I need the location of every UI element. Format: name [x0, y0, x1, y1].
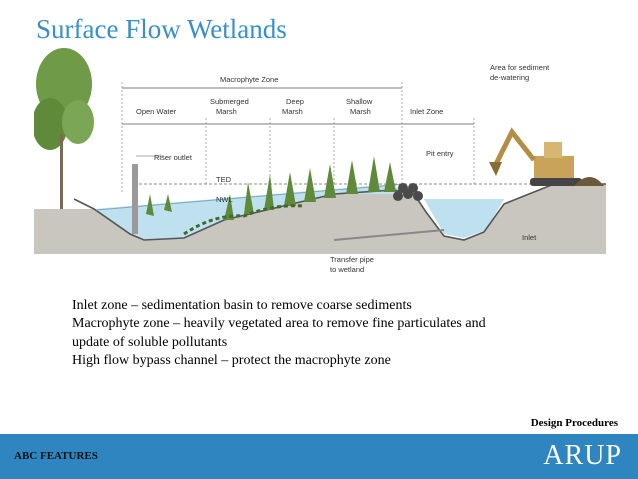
label-deep-2: Marsh	[282, 107, 303, 116]
label-pit-entry: Pit entry	[426, 149, 454, 158]
vegetation	[146, 156, 396, 220]
wetland-cross-section-diagram: Macrophyte Zone Open Water Submerged Mar…	[34, 44, 606, 292]
label-inlet: Inlet	[522, 233, 537, 242]
ground-fill	[34, 184, 606, 254]
footer-bar: ABC FEATURES ARUP	[0, 434, 638, 479]
wetland-diagram-svg: Macrophyte Zone Open Water Submerged Mar…	[34, 48, 606, 274]
transfer-pipe	[333, 229, 445, 241]
label-ted: TED	[216, 175, 232, 184]
bullet-list: Inlet zone – sedimentation basin to remo…	[72, 297, 592, 370]
label-macrophyte-zone: Macrophyte Zone	[220, 75, 278, 84]
label-transfer-pipe-2: to wetland	[330, 265, 364, 274]
riser-outlet	[132, 164, 138, 234]
slide-title: Surface Flow Wetlands	[36, 14, 287, 44]
inlet-pond-water	[424, 199, 504, 238]
footer-abc-features: ABC FEATURES	[14, 450, 98, 462]
label-riser-outlet: Riser outlet	[154, 153, 193, 162]
label-shallow-1: Shallow	[346, 97, 373, 106]
arup-logo: ARUP	[543, 440, 622, 471]
label-deep-1: Deep	[286, 97, 304, 106]
label-area-sediment-2: de-watering	[490, 73, 529, 82]
bullet-bypass-channel: High flow bypass channel – protect the m…	[72, 352, 391, 368]
label-inlet-zone: Inlet Zone	[410, 107, 443, 116]
label-submerged-1: Submerged	[210, 97, 249, 106]
bullet-macrophyte-zone-cont: update of soluble pollutants	[72, 334, 228, 350]
label-shallow-2: Marsh	[350, 107, 371, 116]
label-area-sediment-1: Area for sediment	[490, 63, 550, 72]
label-open-water: Open Water	[136, 107, 177, 116]
trees	[34, 48, 94, 209]
sediment-pile	[574, 177, 604, 186]
bullet-macrophyte-zone: Macrophyte zone – heavily vegetated area…	[72, 316, 486, 332]
rock-pile	[393, 183, 423, 201]
label-nwl: NWL	[216, 195, 233, 204]
submerged-plants	[183, 204, 305, 236]
design-procedures-label: Design Procedures	[530, 417, 618, 429]
label-transfer-pipe-1: Transfer pipe	[330, 255, 374, 264]
excavator	[489, 127, 582, 186]
bullet-inlet-zone: Inlet zone – sedimentation basin to remo…	[72, 298, 412, 313]
label-submerged-2: Marsh	[216, 107, 237, 116]
